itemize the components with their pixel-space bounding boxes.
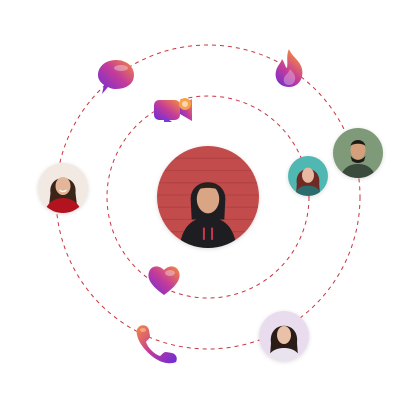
phone-icon	[134, 322, 180, 364]
orbit-person-light-avatar[interactable]	[259, 311, 309, 361]
orbit-person-bearded-avatar[interactable]	[333, 128, 383, 178]
flame-icon	[272, 47, 306, 89]
video-camera-icon	[152, 92, 194, 126]
inner-orbit	[106, 95, 310, 299]
orbit-person-light-portrait	[259, 311, 309, 361]
heart-icon	[146, 263, 182, 297]
orbit-person-teal-portrait	[288, 156, 328, 196]
center-profile-portrait	[157, 146, 259, 248]
outer-orbit	[55, 44, 361, 350]
orbit-person-bearded-portrait	[333, 128, 383, 178]
orbit-person-teal-avatar[interactable]	[288, 156, 328, 196]
chat-bubble-icon	[96, 58, 136, 96]
center-profile-avatar[interactable]	[157, 146, 259, 248]
orbit-person-red-top-portrait	[38, 163, 88, 213]
orbit-person-red-top-avatar[interactable]	[38, 163, 88, 213]
